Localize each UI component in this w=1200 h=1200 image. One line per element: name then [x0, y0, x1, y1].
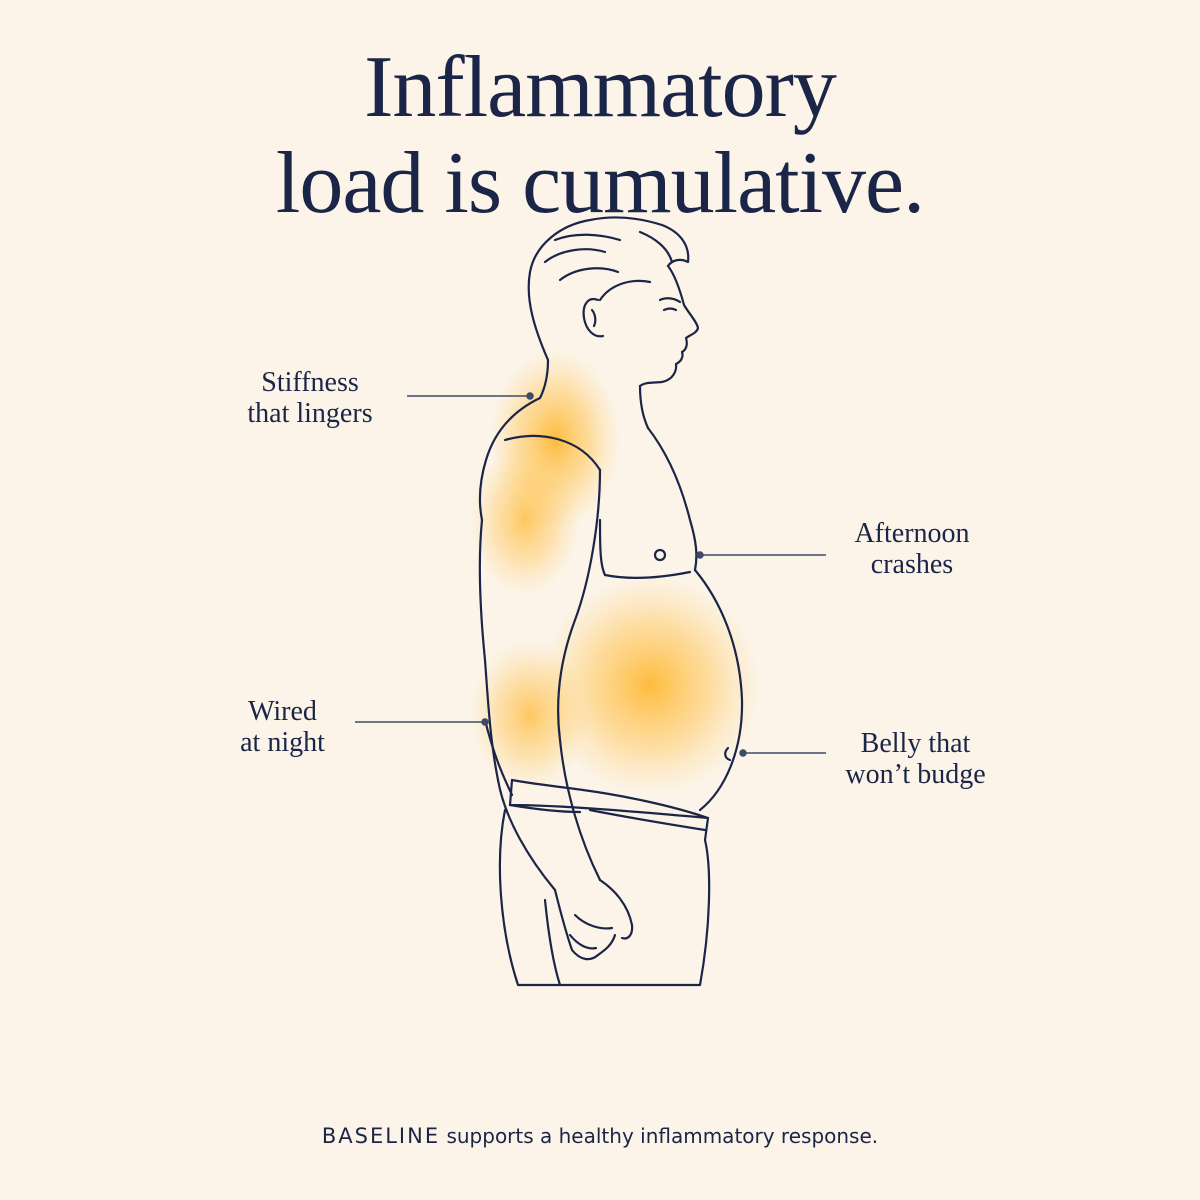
callout-afternoon-line-2: crashes — [870, 549, 954, 580]
callout-belly-line-2: won’t budge — [845, 759, 986, 790]
callout-stiffness: Stiffness that lingers — [225, 367, 395, 429]
inflammation-glow — [470, 350, 760, 795]
callout-wired-line-2: at night — [240, 727, 325, 758]
callout-wired-line-1: Wired — [248, 696, 317, 727]
callout-belly-line-1: Belly that — [860, 728, 971, 759]
callout-stiffness-line-2: that lingers — [247, 398, 373, 429]
callout-stiffness-line-1: Stiffness — [261, 367, 359, 398]
footer-tagline: BASELINE supports a healthy inflammatory… — [0, 1124, 1200, 1148]
callout-belly: Belly that won’t budge — [828, 728, 1003, 790]
page-title: Inflammatory load is cumulative. — [0, 40, 1200, 232]
title-line-1: Inflammatory — [364, 39, 837, 136]
title-line-2: load is cumulative. — [275, 135, 925, 232]
callout-afternoon: Afternoon crashes — [832, 518, 992, 580]
callout-wired: Wired at night — [220, 696, 345, 758]
brand-name: BASELINE — [321, 1124, 441, 1148]
footer-text: supports a healthy inflammatory response… — [440, 1124, 879, 1148]
callout-afternoon-line-1: Afternoon — [854, 518, 970, 549]
